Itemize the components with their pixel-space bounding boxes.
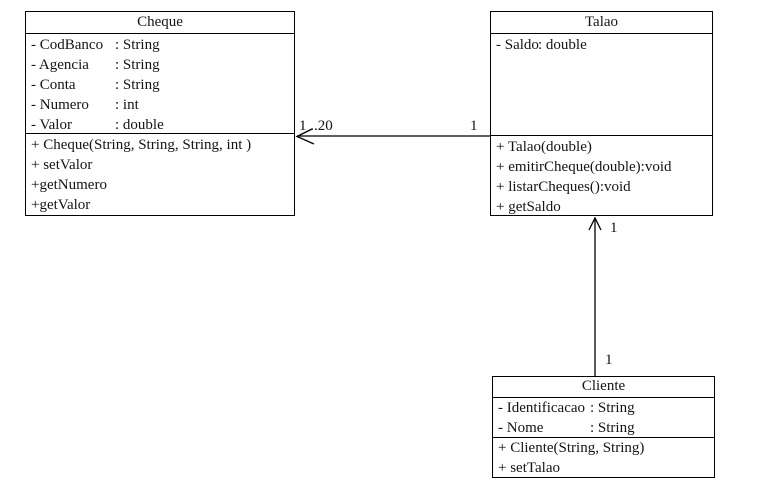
attribute-name: - Nome (498, 420, 544, 436)
attribute-type: : double (115, 117, 164, 133)
attribute-row: - Nome : String (493, 418, 714, 437)
attribute-row: - Agencia : String (26, 55, 294, 75)
attribute-name: - Conta (31, 77, 76, 93)
attribute-type: : String (115, 37, 160, 53)
attribute-row: - Saldo: double (491, 35, 712, 55)
methods-compartment-cliente: + Cliente(String, String) + setTalao (493, 438, 714, 478)
method-row: +getValor (31, 197, 91, 213)
multiplicity-label-cheque-end: 1 ..20 (299, 118, 333, 134)
attribute-name: - Numero (31, 97, 89, 113)
multiplicity-label-talao-left-end: 1 (470, 118, 478, 134)
class-title-cheque: Cheque (26, 12, 294, 34)
attribute-row: - Identificacao: String (493, 398, 714, 418)
multiplicity-label-talao-bottom-end: 1 (610, 220, 618, 236)
class-title-talao: Talao (491, 12, 712, 34)
method-row: + getSaldo (496, 199, 561, 215)
attribute-row: - CodBanco : String (26, 35, 294, 55)
attribute-name: - CodBanco (31, 37, 104, 53)
method-row: + Talao(double) (496, 139, 592, 155)
method-row: + listarCheques():void (496, 179, 631, 195)
attribute-name: - Agencia (31, 57, 89, 73)
attribute-type: : double (538, 37, 587, 53)
multiplicity-label-cliente-top-end: 1 (605, 352, 613, 368)
method-row: + emitirCheque(double):void (496, 159, 672, 175)
methods-compartment-talao: + Talao(double) + emitirCheque(double):v… (491, 136, 712, 217)
methods-compartment-cheque: + Cheque(String, String, String, int ) +… (26, 134, 294, 215)
method-row: + setTalao (498, 460, 560, 476)
attribute-row: - Numero : int (26, 95, 294, 115)
method-row: + setValor (31, 157, 93, 173)
open-arrowhead-to-talao-icon (588, 216, 602, 231)
attribute-type: : int (115, 97, 139, 113)
attribute-name: - Saldo (496, 37, 539, 53)
method-row: +getNumero (31, 177, 107, 193)
attribute-name: - Valor (31, 117, 72, 133)
class-box-cliente: Cliente - Identificacao: String - Nome : … (492, 376, 715, 478)
attributes-compartment-cliente: - Identificacao: String - Nome : String (493, 398, 714, 438)
attributes-compartment-talao: - Saldo: double (491, 34, 712, 136)
attribute-name: - Identificacao (498, 400, 586, 416)
class-box-cheque: Cheque - CodBanco : String - Agencia : Str… (25, 11, 295, 216)
class-title-cliente: Cliente (493, 377, 714, 398)
attributes-compartment-cheque: - CodBanco : String - Agencia : String - C… (26, 34, 294, 134)
attribute-type: : String (115, 77, 160, 93)
method-row: + Cliente(String, String) (498, 440, 645, 456)
attribute-type: : String (115, 57, 160, 73)
class-box-talao: Talao - Saldo: double + Talao(double) + … (490, 11, 713, 216)
attribute-type: : String (590, 420, 635, 436)
method-row: + Cheque(String, String, String, int ) (31, 137, 252, 153)
attribute-row: - Valor : double (26, 115, 294, 133)
attribute-type: : String (590, 400, 635, 416)
attribute-row: - Conta : String (26, 75, 294, 95)
